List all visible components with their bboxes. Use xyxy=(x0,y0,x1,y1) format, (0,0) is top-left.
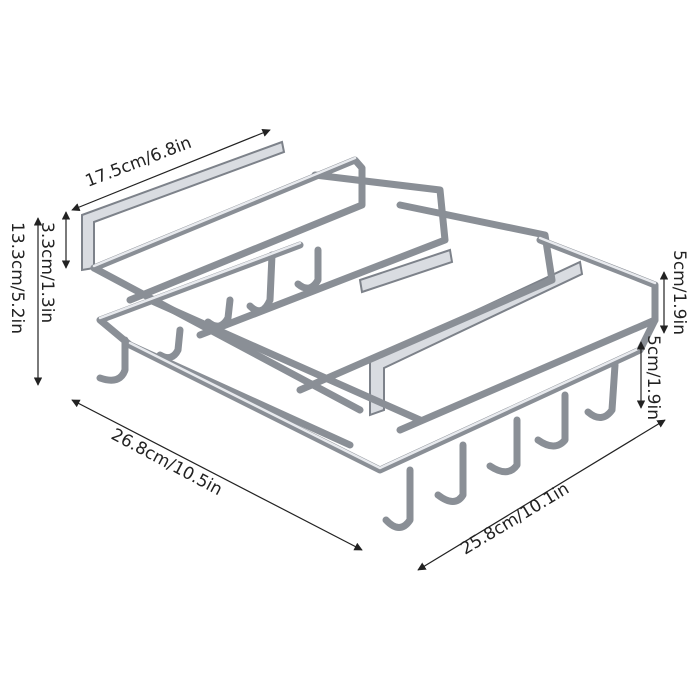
depth-arrow xyxy=(417,419,666,571)
hook xyxy=(486,416,521,476)
clip-height-label: 3.3cm/1.3in xyxy=(37,222,57,323)
hook xyxy=(156,326,184,362)
length-arrow xyxy=(71,399,363,551)
hook xyxy=(96,336,129,384)
total-height-label: 13.3cm/5.2in xyxy=(7,222,27,334)
hook xyxy=(294,246,322,292)
length-label: 26.8cm/10.5in xyxy=(108,425,226,500)
hook xyxy=(534,391,569,450)
hook xyxy=(382,466,414,531)
hook xyxy=(584,361,619,421)
upper-hook-gap-label: 5cm/1.9in xyxy=(669,250,689,335)
rack-wire-frame xyxy=(90,156,659,474)
front-clip-plate xyxy=(369,260,584,417)
top-width-arrow xyxy=(71,128,271,212)
hook xyxy=(434,441,467,505)
hook xyxy=(204,296,234,330)
wire-highlights xyxy=(92,156,657,470)
mid-clip-plate xyxy=(358,248,454,294)
hook xyxy=(246,251,276,315)
lower-hook-gap-label: 5cm/1.9in xyxy=(643,335,663,420)
depth-label: 25.8cm/10.1in xyxy=(457,479,573,559)
